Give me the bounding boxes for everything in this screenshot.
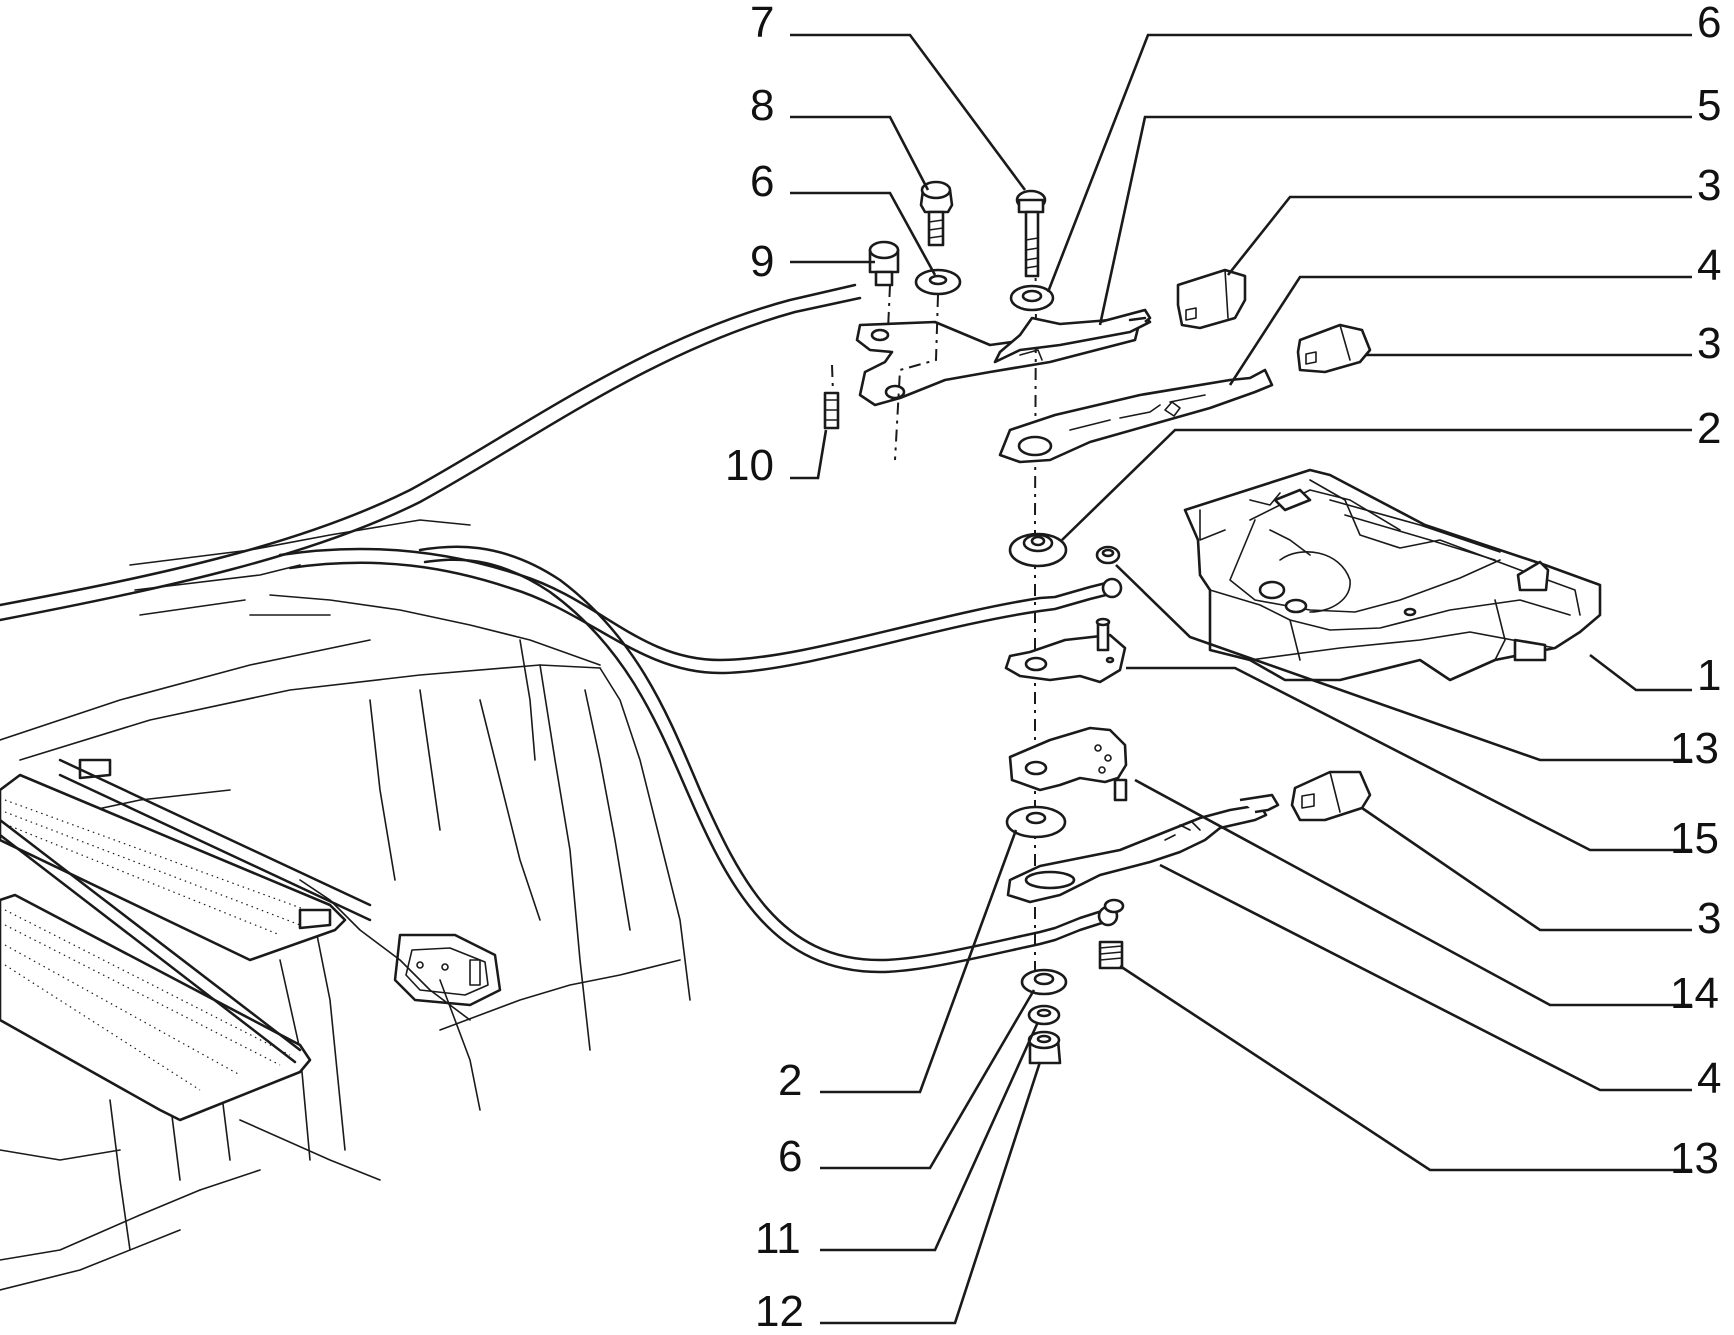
callout-3-top: 3	[1697, 161, 1721, 210]
callout-4-top: 4	[1697, 241, 1721, 290]
callout-4-low: 4	[1697, 1054, 1721, 1103]
callout-leader-lines	[790, 33, 1692, 1325]
release-knob-caps	[1176, 268, 1372, 822]
parcel-shelf	[0, 758, 372, 1122]
callout-10: 10	[725, 441, 774, 490]
callout-8: 8	[750, 81, 774, 130]
callout-5: 5	[1697, 81, 1721, 130]
assembly-axis-lines	[831, 259, 1038, 975]
callout-14: 14	[1670, 969, 1719, 1018]
lever-housing	[1183, 468, 1602, 682]
callout-2-left: 2	[778, 1056, 802, 1105]
callout-13-low: 13	[1670, 1134, 1719, 1183]
callout-6-top: 6	[1697, 0, 1721, 47]
callout-6-low: 6	[778, 1132, 802, 1181]
callout-2-right: 2	[1697, 404, 1721, 453]
callout-3-low: 3	[1697, 894, 1721, 943]
release-cables	[0, 283, 1123, 974]
vehicle-body-outline	[0, 519, 691, 1291]
callout-11: 11	[755, 1214, 801, 1263]
callout-6-mid: 6	[750, 157, 774, 206]
callout-15: 15	[1670, 814, 1719, 863]
callout-12: 12	[755, 1287, 804, 1335]
central-lever-stack	[993, 189, 1280, 1065]
callout-1: 1	[1697, 651, 1721, 700]
callout-3-mid: 3	[1697, 319, 1721, 368]
callout-numbers: 7 6 8 5 6 3 9 4 3 10 2 1 13 15 3 14 2 4 …	[725, 0, 1721, 1335]
callout-13-top: 13	[1670, 724, 1719, 773]
callout-9: 9	[750, 237, 774, 286]
upper-left-bracket-assembly	[823, 180, 1142, 430]
callout-7: 7	[750, 0, 774, 47]
